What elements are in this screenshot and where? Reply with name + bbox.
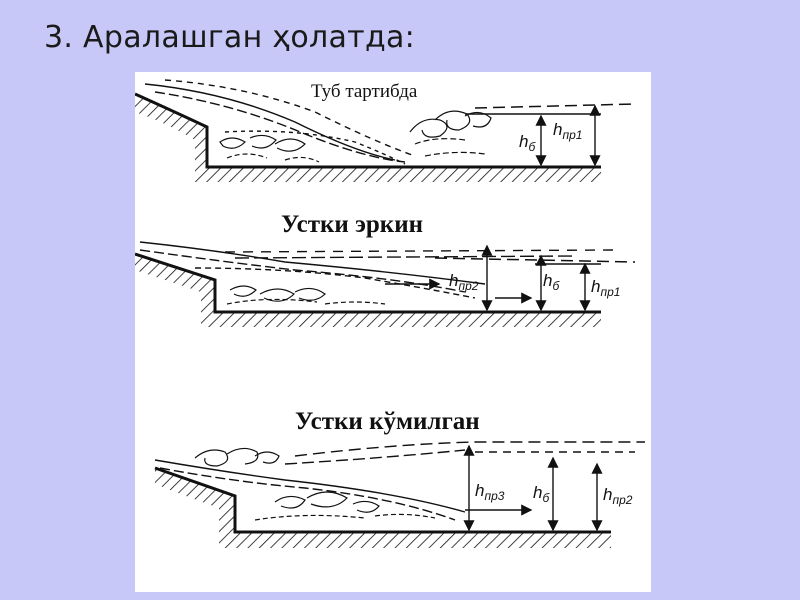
panel-1-dimensions: [535, 104, 601, 167]
panel-3: Устки кўмилган: [154, 408, 645, 548]
panel-2-vortex: [226, 285, 386, 305]
panel-2-dimensions: [481, 244, 591, 312]
panel-2-ground: [135, 252, 601, 327]
panel-2-hpr-right-label: hпр1: [591, 277, 620, 299]
panel-2-hpr-label: hпр2: [449, 271, 479, 293]
panel-3-flow-lines: [154, 441, 645, 521]
panel-1-ground: [135, 92, 601, 182]
panel-1: Туб тартибда: [135, 79, 636, 182]
slide-title: 3. Аралашган ҳолатда:: [44, 20, 416, 55]
panel-3-surface-roller: [194, 447, 280, 467]
panel-1-hb-label: hб: [519, 132, 536, 154]
panel-2-hb-label: hб: [543, 271, 560, 293]
panel-2: Устки эркин: [135, 211, 636, 327]
diagram-svg: Туб тартибда: [135, 79, 645, 548]
panel-2-water-surface: [434, 257, 636, 265]
panel-2-caption: Устки эркин: [281, 211, 423, 238]
hydraulic-jump-figure: Туб тартибда: [135, 72, 651, 592]
panel-1-hpr-label: hпр1: [553, 120, 582, 142]
panel-3-dimensions: [463, 444, 603, 532]
panel-3-hpr-label: hпр3: [475, 481, 505, 503]
panel-3-hb-label: hб: [533, 483, 550, 505]
panel-1-flow-lines: [144, 79, 416, 165]
panel-1-caption: Туб тартибда: [311, 81, 418, 102]
panel-1-vortex-left: [219, 134, 320, 163]
panel-1-surface-roller: [409, 110, 492, 157]
panel-2-flow-lines: [139, 241, 616, 304]
panel-3-hpr-right-label: hпр2: [603, 485, 633, 507]
panel-1-water-surface: [465, 103, 636, 115]
panel-3-caption: Устки кўмилган: [295, 408, 480, 435]
panel-3-ground: [154, 466, 611, 548]
panel-3-vortex: [254, 491, 436, 521]
